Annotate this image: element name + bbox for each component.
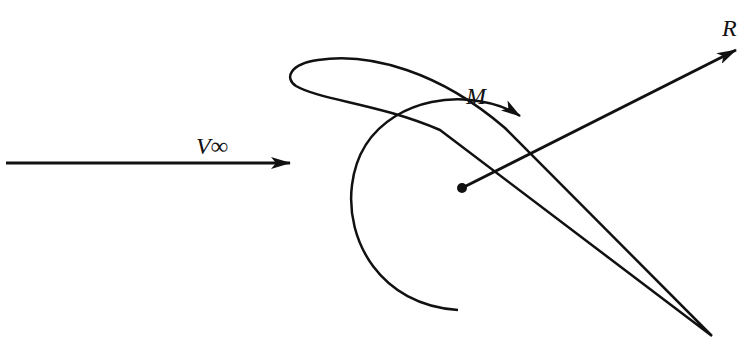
freestream-arrow bbox=[6, 162, 290, 165]
moment-label: M bbox=[466, 84, 486, 108]
velocity-label: V∞ bbox=[196, 134, 228, 158]
center-point bbox=[457, 183, 467, 193]
airfoil-outline bbox=[290, 58, 712, 336]
moment-arc bbox=[351, 99, 520, 310]
force-label: R bbox=[722, 16, 737, 40]
resultant-force-arrow bbox=[462, 50, 736, 188]
